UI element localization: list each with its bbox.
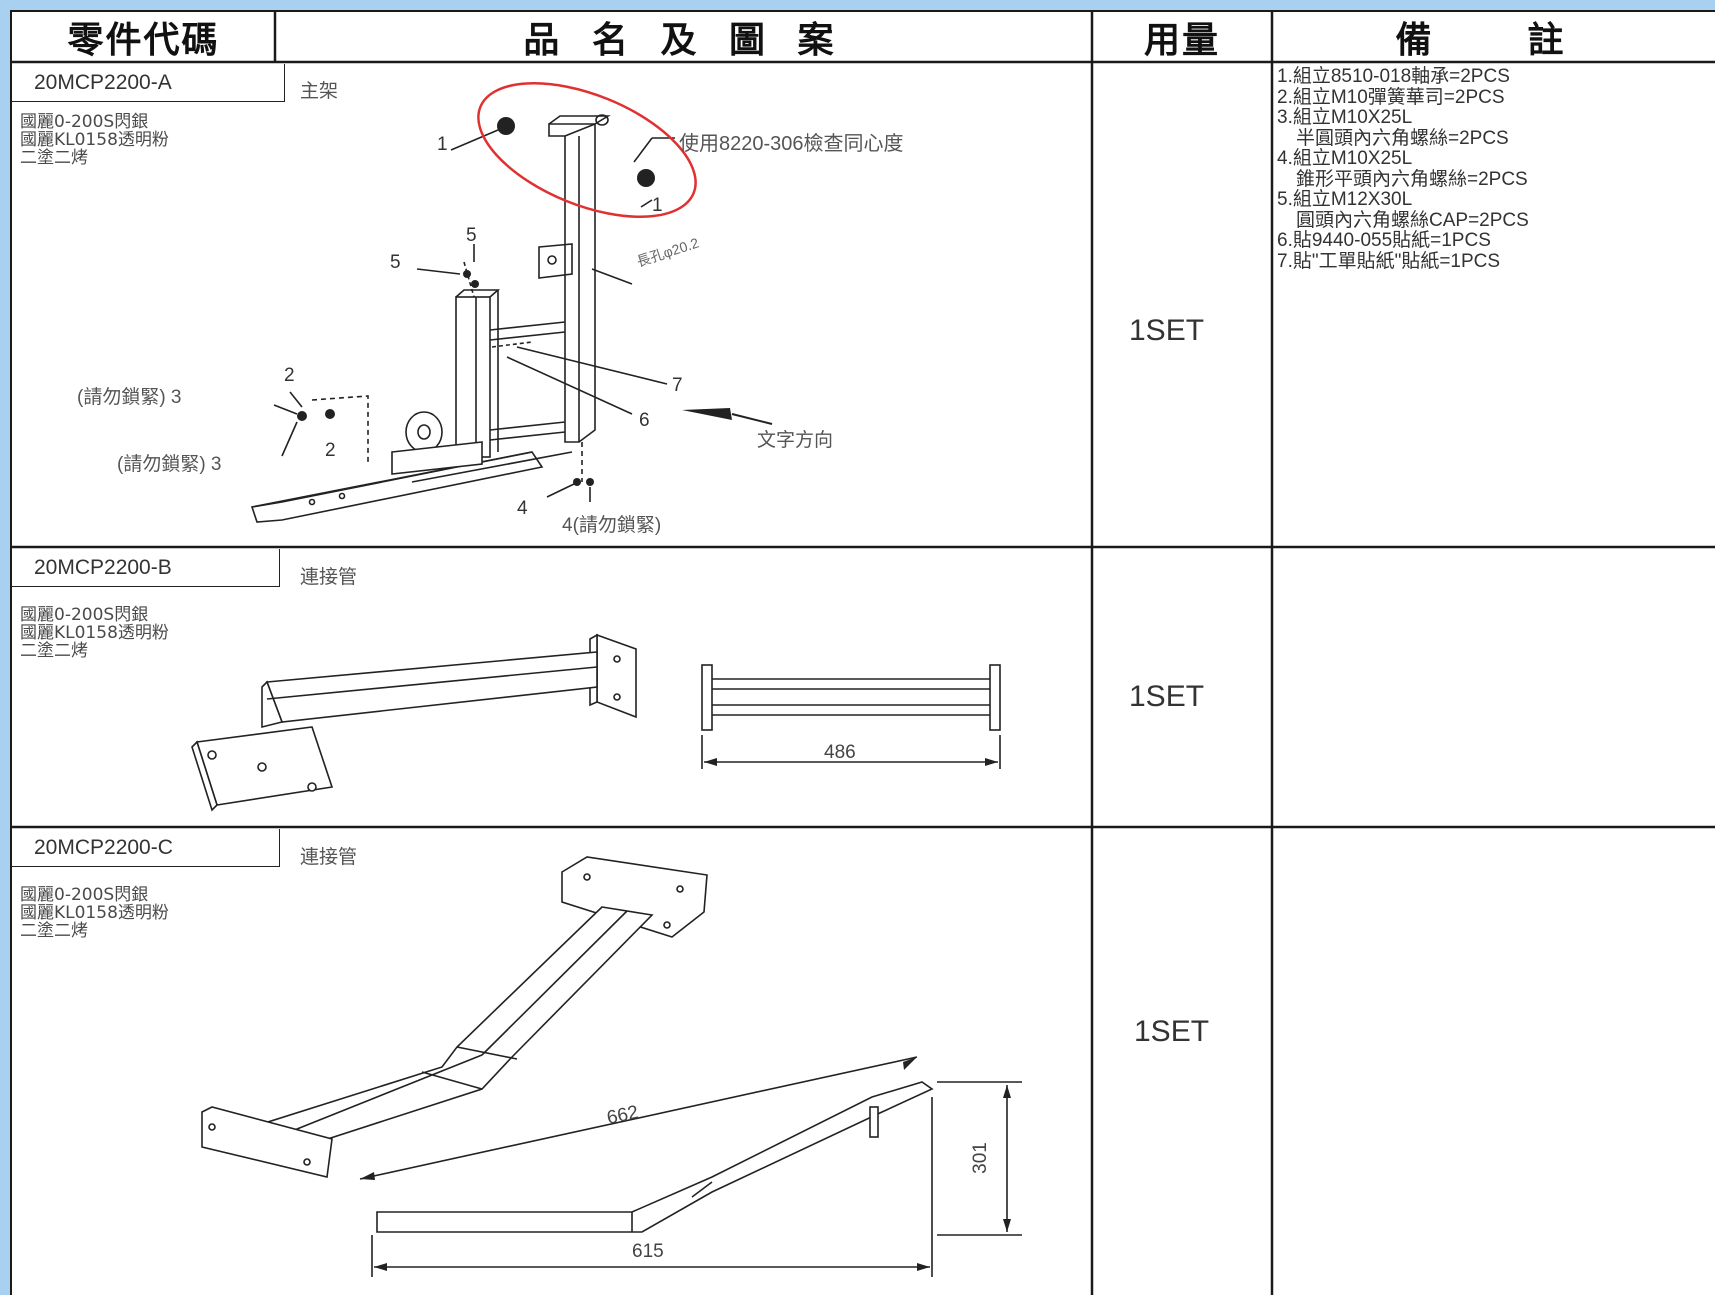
callout-3b: (請勿鎖緊) 3 (117, 454, 222, 475)
note-line: 4.組立M10X25L (1277, 148, 1413, 169)
row-a-spec: 國麗0-200S閃銀 國麗KL0158透明粉 二塗二烤 (20, 113, 169, 167)
spec-line: 國麗KL0158透明粉 (20, 130, 169, 150)
header-name: 品 名 及 圖 案 (523, 20, 844, 61)
row-b-qty: 1SET (1129, 680, 1205, 713)
row-c-spec: 國麗0-200S閃銀 國麗KL0158透明粉 二塗二烤 (20, 886, 169, 940)
note-line: 7.貼"工單貼紙"貼紙=1PCS (1277, 250, 1501, 272)
note-line: 3.組立M10X25L (1277, 107, 1413, 128)
callout-5b: 5 (390, 252, 401, 273)
callout-7: 7 (672, 375, 683, 396)
callout-4b: 4(請勿鎖緊) (562, 515, 662, 536)
header-qty: 用量 (1143, 20, 1220, 61)
connector-tube-b-drawing (191, 633, 1001, 812)
callout-concentric: 使用8220-306檢查同心度 (679, 133, 904, 155)
row-c-qty: 1SET (1134, 1015, 1210, 1048)
note-line: 2.組立M10彈簧華司=2PCS (1277, 86, 1505, 108)
callout-text-direction: 文字方向 (757, 430, 834, 451)
row-b-spec: 國麗0-200S閃銀 國麗KL0158透明粉 二塗二烤 (20, 606, 169, 660)
row-c-name: 連接管 (300, 846, 358, 868)
callout-1a: 1 (437, 134, 448, 155)
connector-tube-c-drawing (201, 856, 1022, 1277)
spec-line: 國麗0-200S閃銀 (20, 112, 149, 132)
spec-line: 二塗二烤 (20, 641, 88, 661)
spec-line: 國麗KL0158透明粉 (20, 623, 169, 643)
note-line: 半圓頭內六角螺絲=2PCS (1277, 127, 1509, 149)
parts-sheet: 零件代碼 品 名 及 圖 案 用量 備 註 20MCP2200-A 主架 國麗0… (10, 10, 1715, 1295)
spec-line: 國麗0-200S閃銀 (20, 605, 149, 625)
row-c-code: 20MCP2200-C (12, 829, 280, 867)
callout-3a: (請勿鎖緊) 3 (77, 387, 182, 408)
callout-2a: 2 (284, 365, 295, 386)
row-a-notes: 1.組立8510-018軸承=2PCS 2.組立M10彈簧華司=2PCS 3.組… (1277, 66, 1529, 272)
row-a-qty: 1SET (1129, 314, 1205, 347)
note-line: 6.貼9440-055貼紙=1PCS (1277, 230, 1491, 251)
spec-line: 二塗二烤 (20, 921, 88, 941)
main-frame-drawing (250, 81, 773, 523)
callout-2b: 2 (325, 440, 336, 461)
dim-length-c: 615 (632, 1241, 664, 1262)
highlight-circle (477, 81, 697, 219)
spec-line: 國麗0-200S閃銀 (20, 885, 149, 905)
dim-height-c: 301 (969, 1142, 991, 1174)
callout-6: 6 (639, 410, 650, 431)
note-line: 1.組立8510-018軸承=2PCS (1277, 66, 1510, 87)
spec-line: 二塗二烤 (20, 148, 88, 168)
table-grid (12, 12, 1715, 1295)
spec-line: 國麗KL0158透明粉 (20, 903, 169, 923)
callout-1b: 1 (652, 195, 663, 216)
row-b-name: 連接管 (300, 566, 358, 588)
note-line: 錐形平頭內六角螺絲=2PCS (1277, 168, 1528, 190)
callout-5a: 5 (466, 225, 477, 246)
row-a-name: 主架 (300, 80, 339, 102)
header-code: 零件代碼 (67, 20, 220, 61)
row-b-code: 20MCP2200-B (12, 549, 280, 587)
note-line: 5.組立M12X30L (1277, 189, 1413, 210)
header-note: 備 註 (1395, 20, 1594, 61)
dim-length-b: 486 (824, 742, 856, 763)
row-a-code: 20MCP2200-A (12, 64, 285, 102)
callout-4a: 4 (517, 498, 528, 519)
note-line: 圓頭內六角螺絲CAP=2PCS (1277, 209, 1529, 231)
